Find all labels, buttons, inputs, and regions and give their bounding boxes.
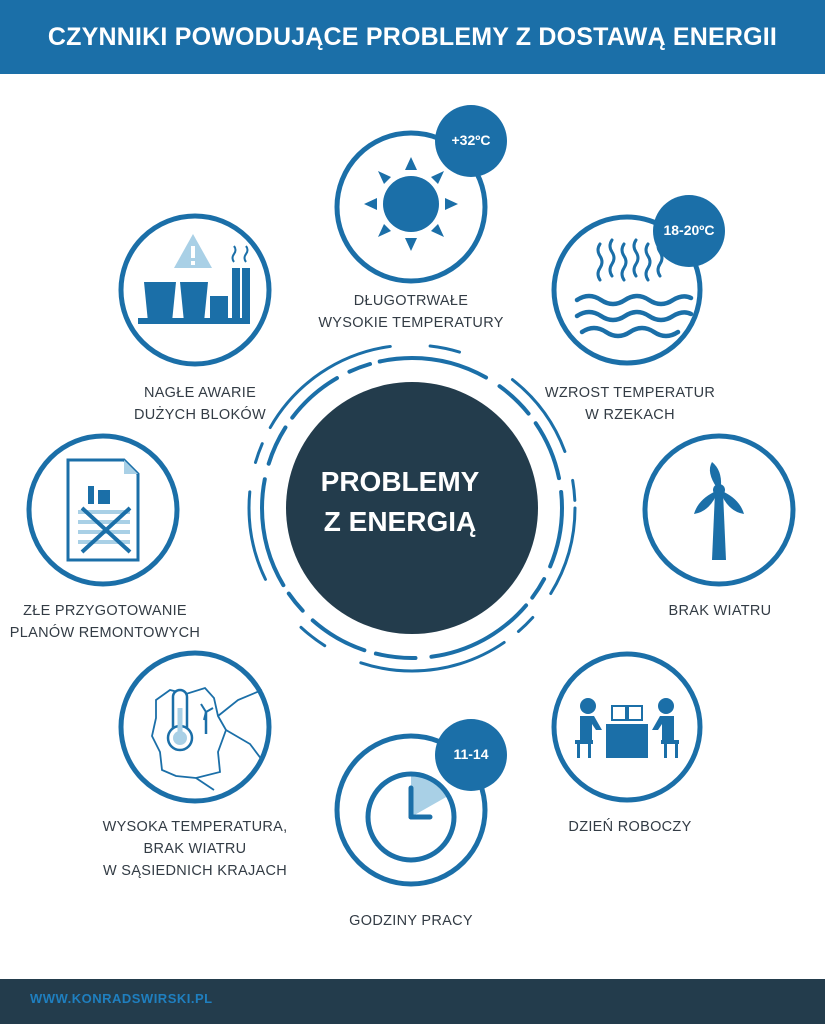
office-workers-icon: [575, 698, 679, 758]
neighbors-node: [118, 650, 272, 804]
footer-url[interactable]: WWW.KONRADSWIRSKI.PL: [30, 991, 213, 1006]
plans-node: [26, 433, 180, 587]
rivers-label-line-1: WZROST TEMPERATUR: [544, 385, 716, 401]
plans-label: ZŁE PRZYGOTOWANIE PLANÓW REMONTOWYCH: [0, 600, 210, 644]
neighbors-label-line-3: W SĄSIEDNICH KRAJACH: [102, 863, 288, 879]
water-waves-icon: [574, 238, 694, 339]
hours-badge-text: 11-14: [453, 746, 489, 762]
heat-label-line-2: WYSOKIE TEMPERATURY: [318, 315, 504, 331]
page-header: CZYNNIKI POWODUJĄCE PROBLEMY Z DOSTAWĄ E…: [0, 0, 825, 74]
rivers-label: WZROST TEMPERATUR W RZEKACH: [520, 382, 740, 426]
heat-label-line-1: DŁUGOTRWAŁE: [353, 293, 469, 309]
center-line-2: Z ENERGIĄ: [323, 506, 477, 537]
wind-label: BRAK WIATRU: [620, 600, 820, 622]
center-line-1: PROBLEMY: [320, 466, 480, 497]
rivers-node: [551, 195, 725, 366]
heat-badge-text: +32ºC: [451, 132, 491, 148]
rivers-badge: [653, 195, 725, 267]
clock-icon: [365, 771, 457, 863]
neighbors-label-line-1: WYSOKA TEMPERATURA,: [102, 819, 288, 835]
rivers-label-line-2: W RZEKACH: [585, 407, 675, 423]
dashed-rings: [247, 343, 577, 673]
workday-label-line-1: DZIEŃ ROBOCZY: [568, 819, 692, 835]
map-thermometer-icon: [151, 686, 263, 791]
page-title: CZYNNIKI POWODUJĄCE PROBLEMY Z DOSTAWĄ E…: [47, 22, 778, 51]
plans-label-line-2: PLANÓW REMONTOWYCH: [9, 625, 201, 641]
plans-label-line-1: ZŁE PRZYGOTOWANIE: [23, 603, 187, 619]
page-footer: WWW.KONRADSWIRSKI.PL: [0, 979, 825, 1024]
hours-badge: [435, 719, 507, 791]
rivers-badge-text: 18-20ºC: [663, 222, 715, 238]
wind-turbine-icon: [694, 462, 744, 560]
failures-label-line-1: NAGŁE AWARIE: [143, 385, 257, 401]
workday-label: DZIEŃ ROBOCZY: [530, 816, 730, 838]
hours-label-line-1: GODZINY PRACY: [349, 913, 473, 929]
center-circle: [286, 382, 538, 634]
center-label: PROBLEMY Z ENERGIĄ: [280, 462, 520, 542]
wind-node: [642, 433, 796, 587]
failures-node: [118, 213, 272, 367]
power-plant-warning-icon: [138, 234, 250, 324]
neighbors-label: WYSOKA TEMPERATURA, BRAK WIATRU W SĄSIED…: [70, 816, 320, 882]
wind-label-line-1: BRAK WIATRU: [668, 603, 772, 619]
heat-node: [334, 105, 507, 284]
sun-icon: [364, 157, 458, 251]
heat-badge: [435, 105, 507, 177]
heat-label: DŁUGOTRWAŁE WYSOKIE TEMPERATURY: [291, 290, 531, 334]
failures-label-line-2: DUŻYCH BLOKÓW: [134, 407, 266, 423]
workday-node: [551, 651, 703, 803]
hours-label: GODZINY PRACY: [311, 910, 511, 932]
crossed-document-icon: [66, 458, 140, 562]
neighbors-label-line-2: BRAK WIATRU: [143, 841, 247, 857]
hours-node: [334, 719, 507, 887]
failures-label: NAGŁE AWARIE DUŻYCH BLOKÓW: [100, 382, 300, 426]
